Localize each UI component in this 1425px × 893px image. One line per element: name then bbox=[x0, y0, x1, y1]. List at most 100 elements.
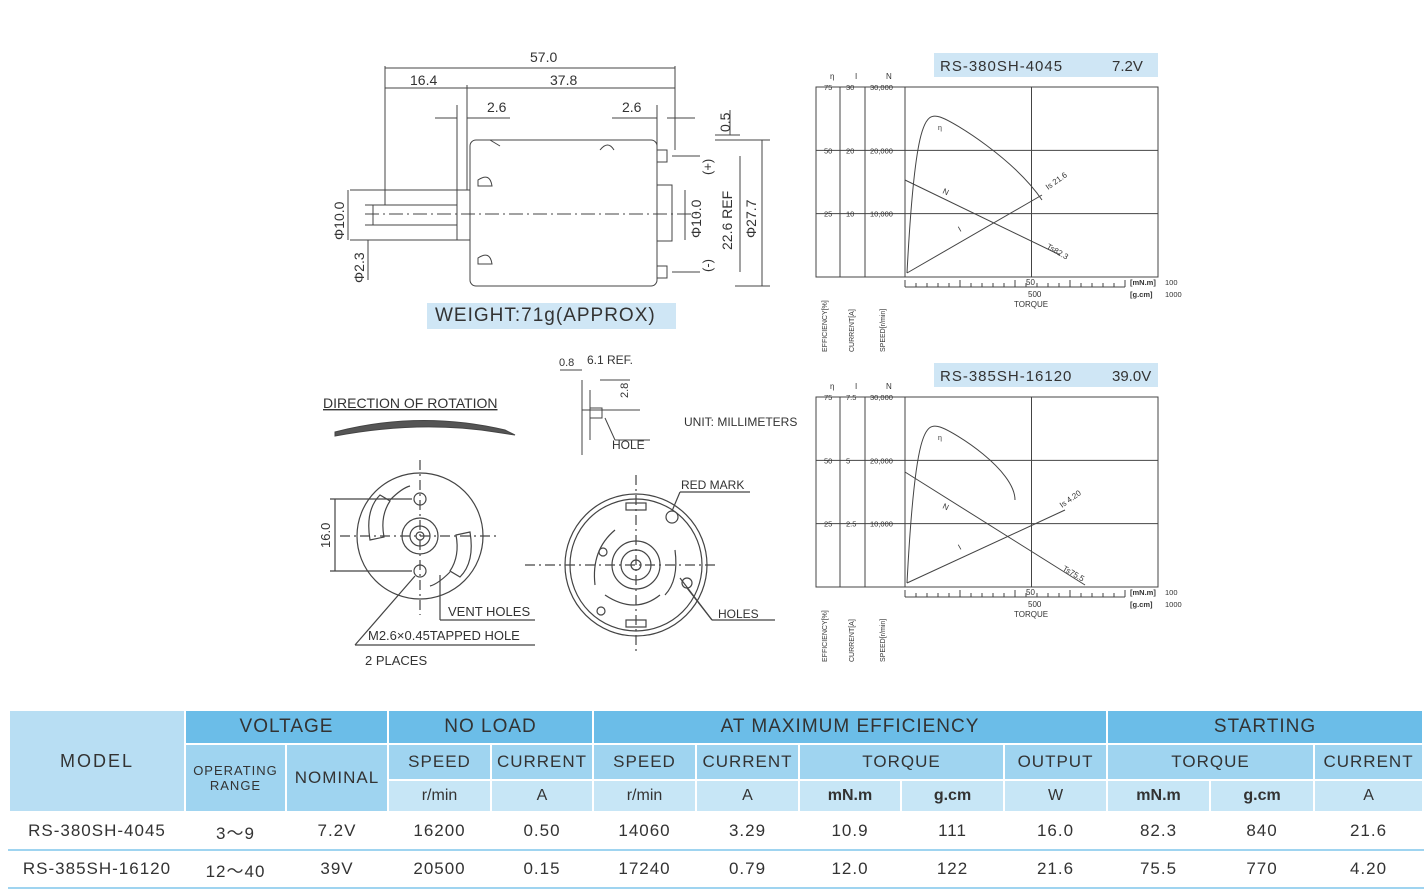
axis-head: I bbox=[855, 72, 857, 81]
header-nominal: NOMINAL bbox=[285, 743, 389, 813]
speed-tick: 10,000 bbox=[870, 520, 893, 529]
dim-rear-boss: Φ10.0 bbox=[688, 199, 704, 238]
table-cell: 3.29 bbox=[695, 811, 800, 851]
current-tick: 7.5 bbox=[846, 393, 856, 402]
unit-maxeff-speed: r/min bbox=[592, 779, 697, 813]
torque-tick-gcm: 500 bbox=[1028, 600, 1042, 609]
header-noload-speed: SPEED bbox=[387, 743, 492, 781]
current-tick: 2.5 bbox=[846, 520, 856, 529]
motor-front-view bbox=[330, 460, 535, 646]
header-start-torque: TORQUE bbox=[1106, 743, 1316, 781]
efficiency-axis-title: EFFICIENCY[%] bbox=[822, 610, 829, 662]
efficiency-tick: 50 bbox=[824, 456, 832, 465]
table-row: RS-385SH-16120 12～40 39V 20500 0.15 1724… bbox=[8, 849, 1425, 889]
unit-maxeff-current: A bbox=[695, 779, 800, 813]
table-cell: RS-385SH-16120 bbox=[8, 849, 186, 889]
table-cell: 17240 bbox=[592, 849, 697, 889]
chart-voltage: 39.0V bbox=[1112, 368, 1151, 385]
table-cell: 0.79 bbox=[695, 849, 800, 889]
curve-label-stall-torque: Ts75.5 bbox=[1061, 564, 1086, 584]
holes-label: HOLES bbox=[718, 607, 759, 621]
efficiency-curve bbox=[906, 425, 1016, 584]
speed-axis-title: SPEED[r/min] bbox=[880, 309, 887, 352]
detail-dim-6-1: 6.1 REF. bbox=[587, 353, 633, 367]
axis-head: I bbox=[855, 382, 857, 391]
rotation-arrow-icon bbox=[334, 420, 516, 437]
torque-unit-mnm: [mN.m] bbox=[1130, 588, 1156, 597]
torque-max-gcm: 1000 bbox=[1165, 290, 1182, 299]
dim-gap-right: 2.6 bbox=[622, 99, 642, 115]
header-maxeff-output: OUTPUT bbox=[1002, 743, 1109, 781]
table-cell: 12.0 bbox=[798, 849, 902, 889]
table-cell: 122 bbox=[900, 849, 1005, 889]
curve-label-stall-current: Is 21.6 bbox=[1044, 170, 1069, 191]
dim-hole-spacing: 16.0 bbox=[318, 523, 333, 548]
table-cell: 75.5 bbox=[1106, 849, 1212, 889]
unit-start-current: A bbox=[1313, 779, 1425, 813]
table-cell: 82.3 bbox=[1106, 811, 1212, 851]
header-max-efficiency: AT MAXIMUM EFFICIENCY bbox=[591, 709, 1109, 745]
header-voltage: VOLTAGE bbox=[184, 709, 389, 745]
unit-noload-current: A bbox=[490, 779, 594, 813]
weight-label: WEIGHT:71g(APPROX) bbox=[427, 303, 676, 329]
curve-label-speed: N bbox=[941, 187, 950, 198]
table-cell: 12～40 bbox=[184, 849, 287, 889]
torque-unit-gcm: [g.cm] bbox=[1130, 600, 1153, 609]
dim-shaft-length: 16.4 bbox=[410, 72, 437, 88]
rear-boss bbox=[656, 184, 673, 242]
plot-frame bbox=[815, 396, 1159, 588]
table-cell: 21.6 bbox=[1313, 811, 1425, 851]
red-mark-label: RED MARK bbox=[681, 478, 744, 492]
header-operating-range: OPERATING RANGE bbox=[184, 743, 287, 813]
torque-unit-mnm: [mN.m] bbox=[1130, 278, 1156, 287]
table-cell: 0.15 bbox=[490, 849, 594, 889]
speed-axis-title: SPEED[r/min] bbox=[880, 619, 887, 662]
torque-axis-label: TORQUE bbox=[1014, 300, 1048, 309]
terminal-plus-label: (+) bbox=[700, 159, 715, 175]
torque-max-gcm: 1000 bbox=[1165, 600, 1182, 609]
curve-label-efficiency: η bbox=[938, 125, 942, 132]
axis-head: N bbox=[886, 72, 892, 81]
plot-frame bbox=[815, 86, 1159, 278]
motor-rear-view bbox=[525, 475, 775, 655]
table-cell: 20500 bbox=[387, 849, 492, 889]
efficiency-axis-title: EFFICIENCY[%] bbox=[822, 300, 829, 352]
curve-label-stall-current: Is 4.20 bbox=[1058, 488, 1083, 509]
chart-title-badge bbox=[934, 363, 1158, 387]
dim-boss-diameter: Φ10.0 bbox=[331, 201, 347, 240]
header-starting: STARTING bbox=[1106, 709, 1425, 745]
curve-label-speed: N bbox=[941, 502, 950, 513]
current-tick: 30 bbox=[846, 83, 854, 92]
axis-head: η bbox=[830, 72, 834, 81]
efficiency-tick: 25 bbox=[824, 210, 832, 219]
unit-start-torque-gcm: g.cm bbox=[1209, 779, 1316, 813]
current-tick: 10 bbox=[846, 210, 854, 219]
dim-body-length: 37.8 bbox=[550, 72, 577, 88]
motor-drawing: 57.0 16.4 37.8 2.6 2.6 0.5 (+) (-) 22.6 … bbox=[318, 49, 797, 668]
header-maxeff-torque: TORQUE bbox=[798, 743, 1005, 781]
curve-label-current: I bbox=[957, 543, 963, 552]
axis-head: η bbox=[830, 382, 834, 391]
curve-group bbox=[904, 425, 1086, 586]
current-tick: 5 bbox=[846, 456, 850, 465]
efficiency-tick: 75 bbox=[824, 393, 832, 402]
table-cell: RS-380SH-4045 bbox=[8, 811, 186, 851]
efficiency-tick: 25 bbox=[824, 520, 832, 529]
detail-hole-label: HOLE bbox=[612, 438, 645, 452]
table-cell: 16200 bbox=[387, 811, 492, 851]
current-tick: 20 bbox=[846, 146, 854, 155]
efficiency-tick: 50 bbox=[824, 146, 832, 155]
motor-body-outline bbox=[469, 139, 658, 287]
unit-maxeff-torque-mnm: mN.m bbox=[798, 779, 902, 813]
table-cell: 10.9 bbox=[798, 811, 902, 851]
torque-axis-label: TORQUE bbox=[1014, 610, 1048, 619]
table-cell: 111 bbox=[900, 811, 1005, 851]
torque-tick-mnm: 50 bbox=[1026, 278, 1035, 287]
unit-label: UNIT: MILLIMETERS bbox=[684, 415, 797, 429]
unit-start-torque-mnm: mN.m bbox=[1106, 779, 1212, 813]
header-maxeff-current: CURRENT bbox=[695, 743, 800, 781]
header-start-current: CURRENT bbox=[1313, 743, 1425, 781]
